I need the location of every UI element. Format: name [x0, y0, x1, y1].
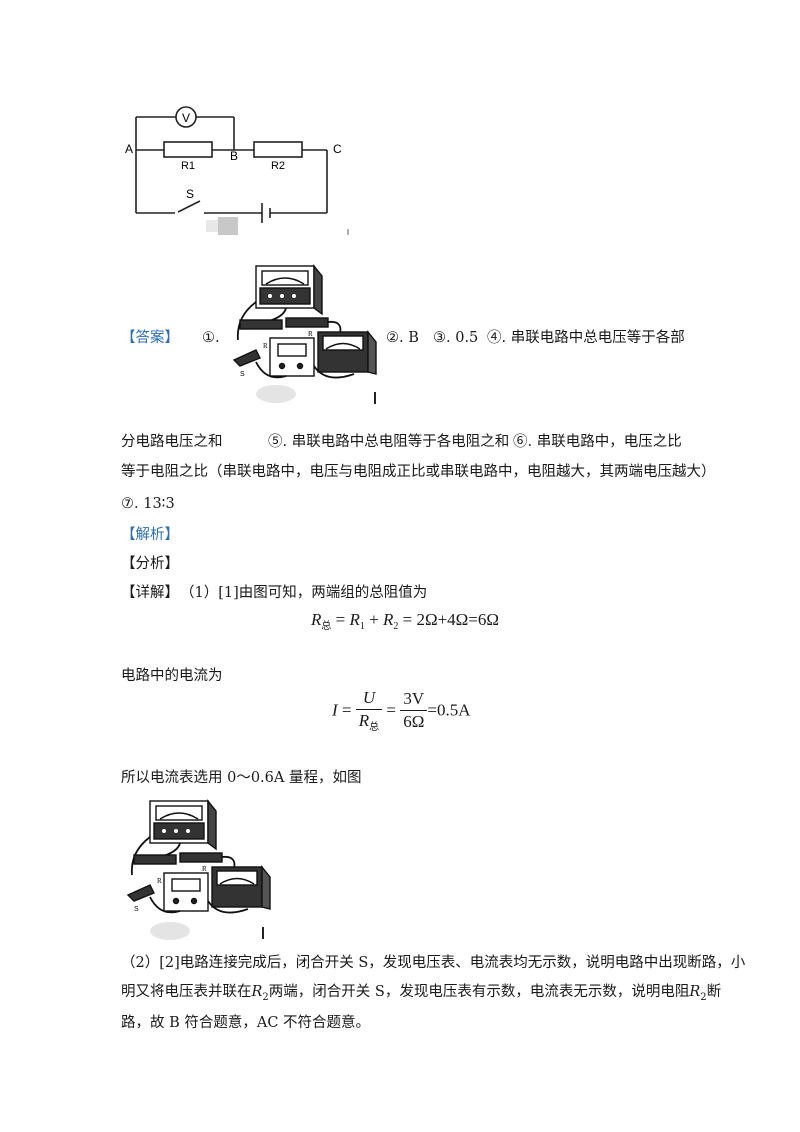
label-r1: R1: [181, 160, 195, 172]
xiangjie-tag: 【详解】: [121, 585, 179, 601]
eq1-R1: R: [349, 610, 360, 629]
answer-tag: 【答案】: [121, 330, 179, 346]
physical-circuit-image-2: R R S: [126, 799, 271, 940]
eq2-den-6ohm: 6Ω: [403, 712, 425, 731]
eq1-plus: +: [369, 610, 379, 629]
para2-line3: 路，故 B 符合题意，AC 不符合题意。: [121, 1015, 371, 1031]
para2-line2-c: 断: [706, 984, 722, 1000]
svg-text:S: S: [134, 906, 139, 913]
eq1-sub2: 2: [393, 621, 399, 632]
svg-text:S: S: [240, 371, 245, 378]
para2-r2-sub-2: 2: [700, 992, 707, 1003]
para2-line1: （2）[2]电路连接完成后，闭合开关 S，发现电压表、电流表均无示数，说明电路中…: [121, 955, 746, 971]
eq1-R2: R: [382, 610, 394, 629]
label-c: C: [333, 142, 342, 156]
para2-r2-symbol-1: R: [251, 984, 263, 1000]
eq1-rest: = 2Ω+4Ω=6Ω: [402, 610, 500, 629]
eq2-num-U: U: [355, 688, 383, 710]
eq2-I: I: [332, 700, 338, 720]
equation-current: I = U R总 = 3V 6Ω =0.5A: [332, 688, 471, 733]
answer-item-5: ⑤. 串联电路中总电阻等于各电阻之和: [268, 434, 510, 450]
svg-text:R: R: [308, 330, 313, 338]
xiangjie-text: （1）[1]由图可知，两端组的总阻值为: [180, 585, 428, 601]
answer-item-6: ⑥. 串联电路中，电压之比: [513, 434, 682, 450]
answer-item-4: ④. 串联电路中总电压等于各部: [487, 330, 685, 346]
answer-item-2: ②. B: [386, 330, 419, 346]
circuit-diagram: V A B C R1 R2 S: [125, 106, 349, 235]
current-text: 电路中的电流为: [121, 668, 223, 684]
answer-line3: 等于电阻之比（串联电路中，电压与电阻成正比或串联电路中，电阻越大，其两端电压越大…: [121, 464, 716, 480]
para2-r2-symbol-2: R: [689, 984, 701, 1000]
eq2-rest: =0.5A: [427, 700, 471, 720]
label-b: B: [230, 149, 238, 163]
para2-line2-b: 两端，闭合开关 S，发现电压表有示数，电流表无示数，说明电阻: [268, 984, 690, 1000]
fenxi-tag: 【分析】: [121, 556, 179, 572]
eq1-sub1: 1: [359, 621, 365, 632]
eq2-num-3v: 3V: [400, 689, 428, 711]
svg-text:R: R: [263, 342, 268, 350]
para2-line2-a: 明又将电压表并联在: [121, 984, 252, 1000]
answer-item-3: ③. 0.5: [433, 330, 479, 346]
answer-item-7: ⑦. 13∶3: [121, 496, 175, 512]
label-v: V: [182, 111, 190, 125]
label-a: A: [125, 142, 133, 156]
physical-circuit-image-1: R R S: [232, 264, 377, 404]
eq1-sub-total: 总: [321, 621, 332, 632]
svg-text:R: R: [202, 865, 207, 873]
eq2-den-sub: 总: [369, 722, 380, 733]
eq2-eq2: =: [386, 700, 396, 720]
ammeter-range-text: 所以电流表选用 0～0.6A 量程，如图: [121, 770, 362, 786]
para2-r2-sub-1: 2: [262, 992, 269, 1003]
label-s: S: [186, 187, 194, 201]
para2-line2: 明又将电压表并联在R2两端，闭合开关 S，发现电压表有示数，电流表无示数，说明电…: [121, 982, 721, 1008]
equation-total-resistance: R总 = R1 + R2 = 2Ω+4Ω=6Ω: [311, 610, 499, 632]
eq1-R: R: [311, 610, 322, 629]
eq2-eq: =: [341, 700, 352, 720]
answer-line2-a: 分电路电压之和: [121, 434, 223, 450]
eq2-fraction-1: U R总: [355, 688, 383, 733]
svg-text:R: R: [157, 877, 162, 885]
eq2-fraction-2: 3V 6Ω: [400, 689, 428, 732]
jiexi-tag: 【解析】: [121, 527, 179, 543]
label-r2: R2: [271, 160, 285, 172]
answer-item-1: ①.: [202, 330, 220, 346]
eq1-eq: =: [335, 610, 346, 629]
eq2-den-R: R: [358, 711, 370, 730]
